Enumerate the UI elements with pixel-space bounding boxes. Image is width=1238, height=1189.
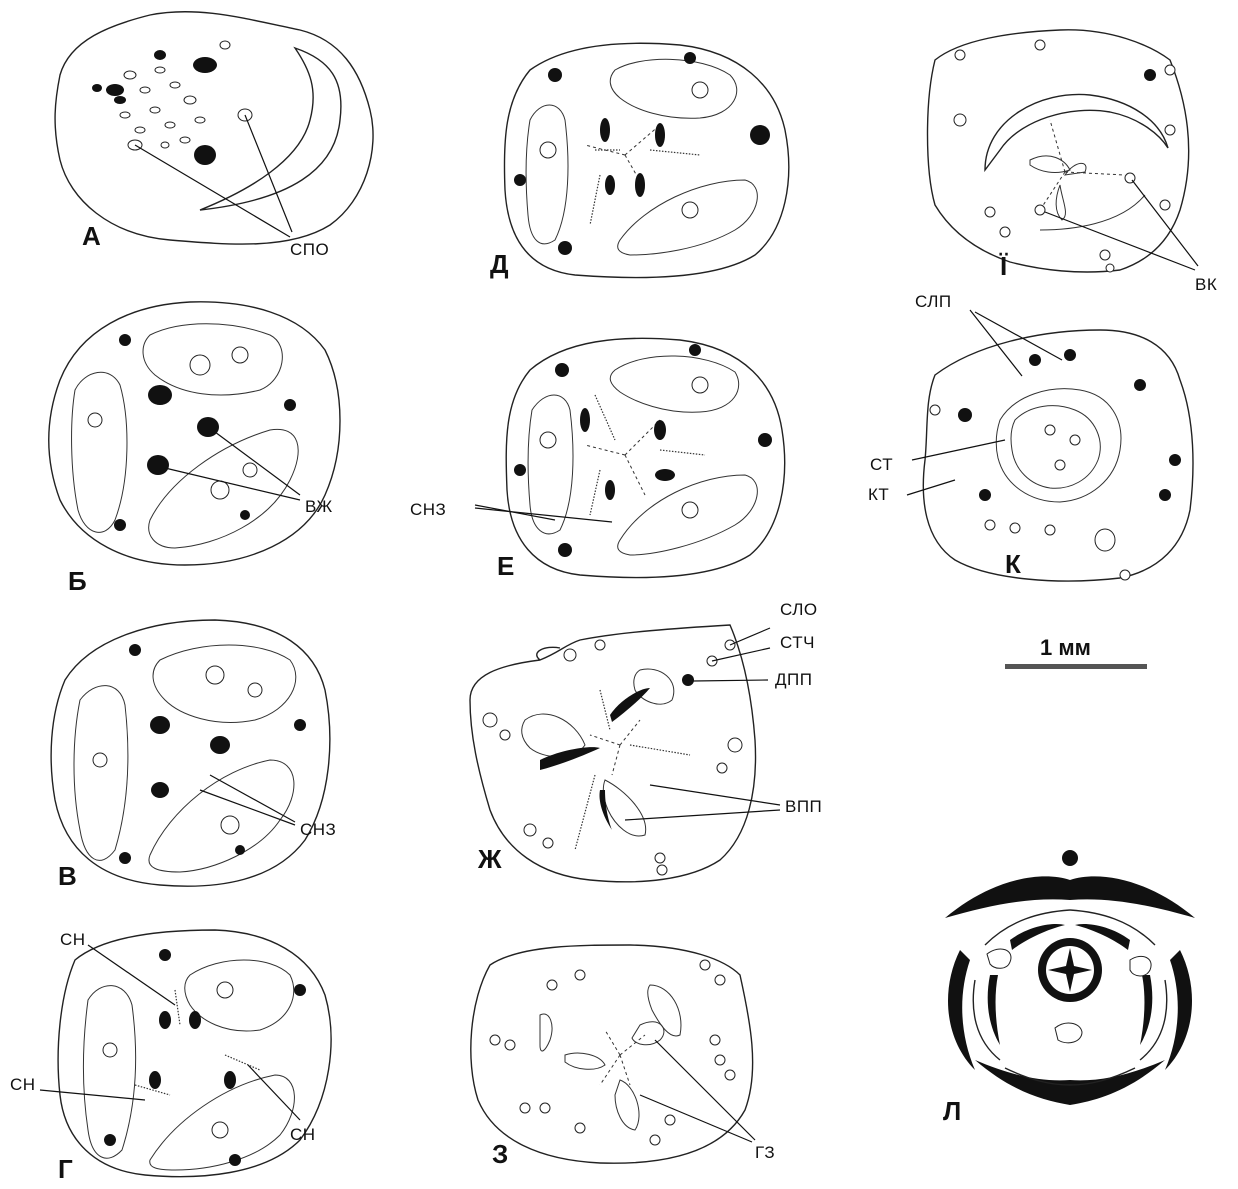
panel-v-section: В СНЗ	[51, 620, 336, 891]
label-vpp: ВПП	[785, 797, 822, 816]
label-snz-e: СНЗ	[410, 500, 446, 519]
panel-letter-a: А	[82, 221, 101, 251]
label-gz: ГЗ	[755, 1143, 775, 1162]
panel-letter-b: Б	[68, 566, 87, 596]
label-sn-2: СН	[10, 1075, 36, 1094]
label-sn-1: СН	[60, 930, 86, 949]
label-dpp: ДПП	[775, 670, 812, 689]
scale-bar-label: 1 мм	[1040, 635, 1091, 660]
panel-letter-g: Г	[58, 1154, 73, 1184]
scale-bar-line	[1005, 664, 1147, 669]
panel-letter-yi: Ї	[999, 251, 1008, 281]
panel-l-floral-diagram: Л	[943, 850, 1195, 1126]
panel-d-section: Д	[490, 43, 789, 279]
label-slo: СЛО	[780, 600, 818, 619]
panel-letter-d: Д	[490, 249, 509, 279]
panel-a-section: А СПО	[55, 12, 373, 259]
panel-k-section: К СЛП СТ КТ	[868, 292, 1193, 581]
panel-e-section: Е СНЗ	[410, 338, 785, 581]
label-st: СТ	[870, 455, 893, 474]
scale-bar: 1 мм	[1005, 635, 1147, 669]
panel-letter-l: Л	[943, 1096, 961, 1126]
panel-yi-section: Ї ВК	[928, 30, 1218, 294]
label-sn-3: СН	[290, 1125, 316, 1144]
label-vk: ВК	[1195, 275, 1217, 294]
panel-letter-k: К	[1005, 549, 1021, 579]
panel-b-section: Б ВЖ	[49, 302, 340, 596]
label-spo: СПО	[290, 240, 329, 259]
label-vzh: ВЖ	[305, 497, 333, 516]
panel-letter-v: В	[58, 861, 77, 891]
panel-letter-z: З	[492, 1139, 508, 1169]
label-kt: КТ	[868, 485, 889, 504]
label-snz-v: СНЗ	[300, 820, 336, 839]
panel-z-section: З ГЗ	[471, 945, 775, 1169]
ovule-cluster	[92, 41, 252, 165]
panel-letter-zh: Ж	[477, 844, 502, 874]
panel-zh-section: Ж СЛО СТЧ ДПП ВПП	[470, 600, 822, 882]
label-stch: СТЧ	[780, 633, 815, 652]
panel-g-section: Г СН СН СН	[10, 930, 331, 1184]
label-slp: СЛП	[915, 292, 952, 311]
panel-letter-e: Е	[497, 551, 514, 581]
